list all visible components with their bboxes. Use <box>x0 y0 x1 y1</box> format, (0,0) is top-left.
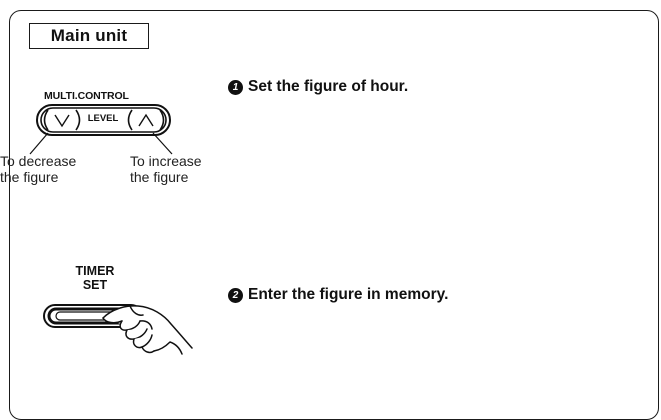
step-1: 1 Set the figure of hour. <box>228 78 408 96</box>
pressing-hand-icon <box>102 305 193 355</box>
level-control-icon <box>36 104 171 136</box>
level-label: LEVEL <box>87 113 119 124</box>
increase-caption: To increase the figure <box>130 153 202 185</box>
chevron-up-icon[interactable] <box>138 113 154 127</box>
step-2-text: Enter the figure in memory. <box>248 286 449 303</box>
multi-control-title: MULTI.CONTROL <box>44 90 129 102</box>
increase-caption-line2: the figure <box>130 169 189 185</box>
step-1-marker: 1 <box>228 79 243 95</box>
timer-label-line2: SET <box>82 278 108 292</box>
step-2: 2 Enter the figure in memory. <box>228 286 448 304</box>
decrease-caption-line1: To decrease <box>0 153 77 169</box>
increase-pointer-line <box>152 132 173 155</box>
decrease-caption-line2: the figure <box>0 169 59 185</box>
decrease-caption: To decrease the figure <box>0 153 76 185</box>
timer-set-label: TIMER SET <box>60 264 130 292</box>
step-2-marker: 2 <box>228 287 243 303</box>
step-1-text: Set the figure of hour. <box>248 78 409 95</box>
timer-label-line1: TIMER <box>75 264 115 278</box>
chevron-down-icon[interactable] <box>54 114 70 128</box>
increase-caption-line1: To increase <box>130 153 202 169</box>
main-unit-label: Main unit <box>29 23 149 49</box>
decrease-pointer-line <box>29 132 49 155</box>
